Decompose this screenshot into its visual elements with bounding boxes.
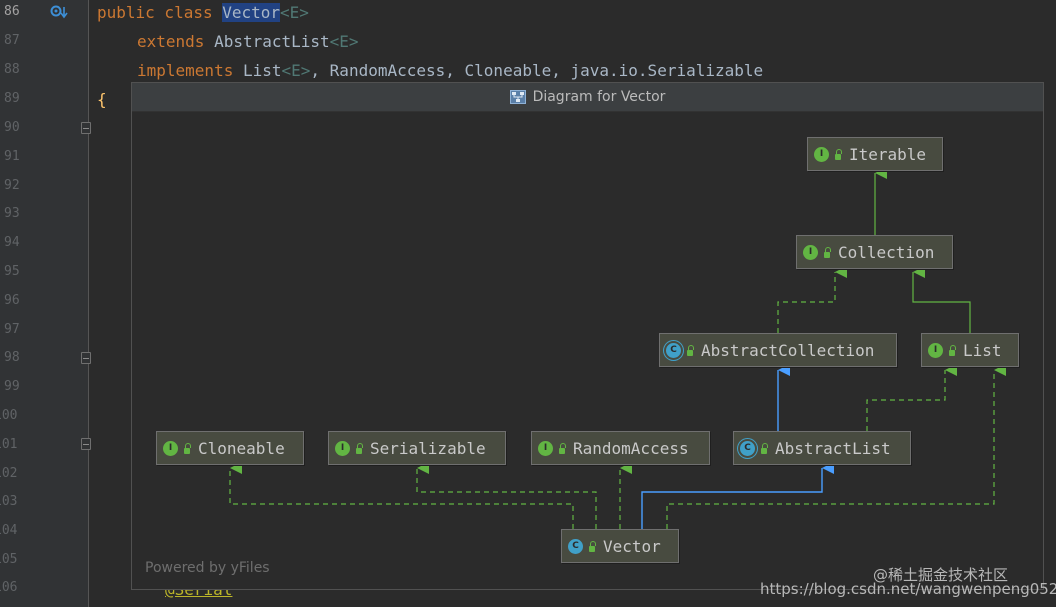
public-lock-icon: [761, 443, 768, 454]
line-number: 101: [0, 437, 18, 452]
public-lock-icon: [835, 149, 842, 160]
edge-abstractcollection-collection: [777, 266, 847, 333]
node-label: AbstractList: [775, 438, 891, 458]
diagram-popup-header[interactable]: Diagram for Vector: [132, 83, 1043, 112]
line-number: 92: [4, 178, 20, 193]
code-line-86[interactable]: public class Vector<E>: [97, 3, 309, 23]
line-number: 96: [4, 293, 20, 308]
edge-vector-serializable: [416, 462, 597, 529]
node-label: Serializable: [370, 438, 486, 458]
line-number: 89: [4, 91, 20, 106]
line-number: 88: [4, 62, 20, 77]
type-name: AbstractList: [214, 32, 330, 51]
watermark-url-text: https://blog.csdn.net/wangwenpeng0529: [760, 580, 1056, 598]
fold-marker-icon[interactable]: [81, 352, 91, 364]
keyword: implements: [137, 61, 243, 80]
line-number: 99: [4, 379, 20, 394]
interface-icon: I: [814, 146, 829, 162]
implementation-marker-icon[interactable]: [50, 5, 68, 21]
public-lock-icon: [949, 345, 956, 356]
node-label: Vector: [603, 536, 661, 556]
edge-abstractlist-list: [866, 364, 957, 431]
public-lock-icon: [559, 443, 566, 454]
interface-icon: I: [335, 440, 350, 456]
line-number: 94: [4, 235, 20, 250]
watermark-site: @稀土掘金技术社区: [873, 564, 1008, 585]
line-number: 91: [4, 149, 20, 164]
code-line-87[interactable]: extends AbstractList<E>: [137, 32, 359, 52]
editor-gutter: 86 87 88 89 90 91 92 93 94 95 96 97 98 9…: [0, 0, 91, 607]
public-lock-icon: [184, 443, 191, 454]
line-number: 105: [0, 552, 18, 567]
diagram-edges: [229, 167, 1006, 529]
edge-vector-cloneable: [229, 462, 574, 529]
edge-vector-list: [666, 364, 1006, 529]
public-lock-icon: [824, 247, 831, 258]
node-cloneable[interactable]: I Cloneable: [156, 431, 304, 465]
interface-icon: I: [538, 440, 553, 456]
code-line-88[interactable]: implements List<E>, RandomAccess, Clonea…: [137, 61, 763, 81]
public-lock-icon: [356, 443, 363, 454]
node-label: List: [963, 340, 1002, 360]
node-list[interactable]: I List: [921, 333, 1019, 367]
diagram-icon: [509, 90, 526, 104]
line-number: 106: [0, 580, 18, 595]
edge-vector-abstractlist: [641, 462, 834, 529]
watermark-site-text: @稀土掘金技术社区: [873, 566, 1009, 584]
type-param: <E>: [281, 61, 311, 80]
line-number: 87: [4, 33, 20, 48]
line-number: 93: [4, 206, 20, 221]
abstract-class-icon: C: [740, 440, 755, 456]
line-number: 97: [4, 322, 20, 337]
line-number: 98: [4, 350, 20, 365]
diagram-title: Diagram for Vector: [532, 89, 666, 105]
class-name: Vector: [222, 3, 281, 22]
node-label: AbstractCollection: [701, 340, 875, 360]
node-abstract-collection[interactable]: C AbstractCollection: [659, 333, 897, 367]
keyword: public class: [97, 3, 223, 22]
line-number: 90: [4, 120, 20, 135]
interface-icon: I: [803, 244, 818, 260]
line-number: 100: [0, 408, 18, 423]
public-lock-icon: [687, 345, 694, 356]
node-label: Cloneable: [198, 438, 285, 458]
node-label: Collection: [838, 242, 935, 262]
type-param: <E>: [280, 3, 309, 22]
node-collection[interactable]: I Collection: [796, 235, 953, 269]
line-number: 103: [0, 494, 18, 509]
interface-icon: I: [163, 440, 178, 456]
node-abstract-list[interactable]: C AbstractList: [733, 431, 911, 465]
powered-by-label: Powered by yFiles: [145, 560, 270, 576]
type-list: , RandomAccess, Cloneable, java.io.Seria…: [310, 61, 764, 80]
node-label: RandomAccess: [573, 438, 689, 458]
abstract-class-icon: C: [666, 342, 681, 358]
line-number: 104: [0, 523, 18, 538]
keyword: extends: [137, 32, 215, 51]
line-number: 95: [4, 264, 20, 279]
interface-icon: I: [928, 342, 943, 358]
node-random-access[interactable]: I RandomAccess: [531, 431, 710, 465]
watermark-url: https://blog.csdn.net/wangwenpeng0529: [760, 580, 1056, 598]
code-line-89[interactable]: {: [97, 90, 107, 109]
line-number: 86: [4, 4, 20, 19]
type-param: <E>: [329, 32, 359, 51]
node-serializable[interactable]: I Serializable: [328, 431, 506, 465]
node-vector[interactable]: C Vector: [561, 529, 679, 563]
node-label: Iterable: [849, 144, 927, 164]
class-icon: C: [568, 538, 583, 554]
node-iterable[interactable]: I Iterable: [807, 137, 943, 171]
edge-list-collection: [912, 266, 971, 333]
public-lock-icon: [589, 541, 596, 552]
fold-marker-icon[interactable]: [81, 122, 91, 134]
type-name: List: [242, 61, 282, 80]
fold-marker-icon[interactable]: [81, 438, 91, 450]
line-number: 102: [0, 466, 18, 481]
